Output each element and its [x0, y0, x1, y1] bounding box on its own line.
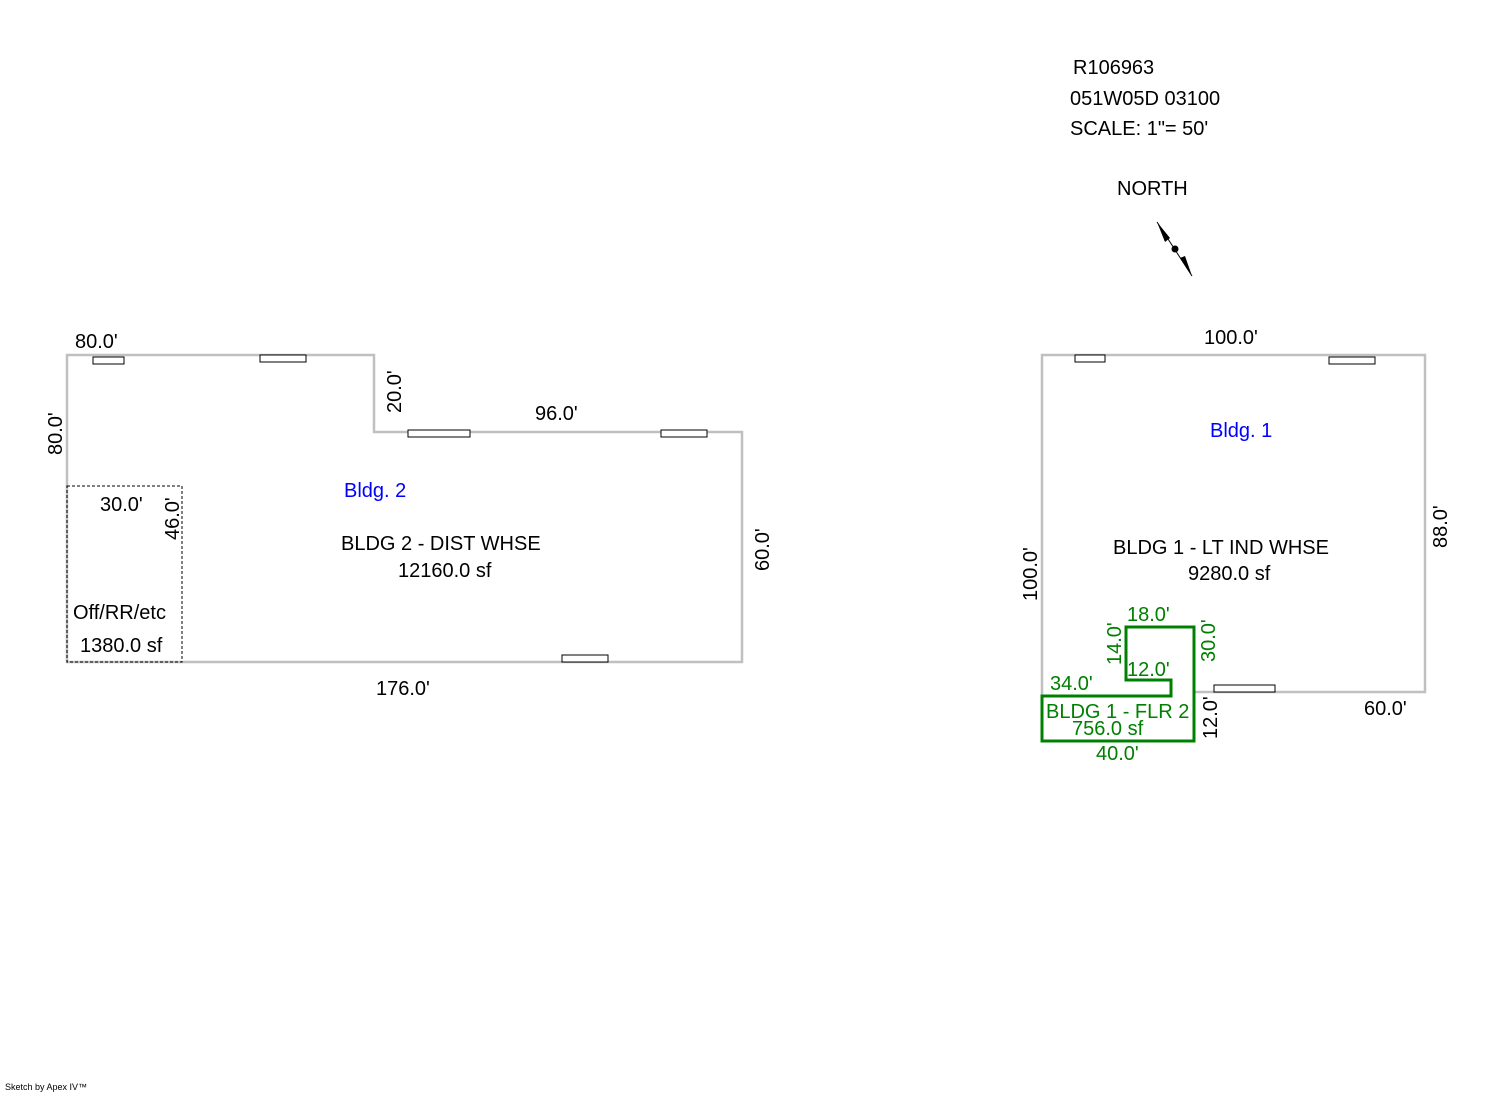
dim-label: 60.0': [752, 528, 774, 571]
dim-label: 14.0': [1104, 622, 1126, 665]
dim-label: 96.0': [535, 403, 578, 425]
dim-label: 60.0': [1364, 698, 1407, 720]
dim-label: 34.0': [1050, 673, 1093, 695]
dim-label: 12.0': [1200, 696, 1222, 739]
floor2-area: 756.0 sf: [1072, 718, 1144, 740]
dim-label: 18.0': [1127, 604, 1170, 626]
dim-label: 176.0': [376, 678, 430, 700]
north-arrow-icon: [1156, 221, 1193, 277]
floor2-label: BLDG 1 - FLR 2: [1046, 701, 1189, 723]
dim-label: 46.0': [162, 497, 184, 540]
door-marker: [92, 356, 125, 365]
office-label: Off/RR/etc: [73, 602, 166, 624]
floor2-outline: [1040, 625, 1196, 743]
office-area: 1380.0 sf: [80, 635, 163, 657]
dim-label: 12.0': [1127, 659, 1170, 681]
dim-label: 100.0': [1020, 547, 1042, 601]
bldg1-description: BLDG 1 - LT IND WHSE: [1113, 537, 1329, 559]
bldg1-sketch: 100.0' 100.0' 88.0' 60.0' 12.0' Bldg. 1 …: [1020, 327, 1452, 765]
dim-label: 88.0': [1430, 505, 1452, 548]
bldg2-label: Bldg. 2: [344, 480, 406, 502]
door-marker: [1213, 684, 1276, 693]
door-marker: [561, 654, 609, 663]
dim-label: 80.0': [75, 331, 118, 353]
bldg2-description: BLDG 2 - DIST WHSE: [341, 533, 541, 555]
north-label: NORTH: [1117, 178, 1188, 200]
door-marker: [259, 354, 307, 363]
door-marker: [1074, 354, 1106, 363]
door-marker: [660, 429, 708, 438]
dim-label: 30.0': [1198, 619, 1220, 662]
parcel-id: R106963: [1073, 57, 1154, 79]
bldg1-label: Bldg. 1: [1210, 420, 1272, 442]
credit-text: Sketch by Apex IV™: [5, 1082, 87, 1092]
dim-label: 40.0': [1096, 743, 1139, 765]
dim-label: 30.0': [100, 494, 143, 516]
bldg1-area: 9280.0 sf: [1188, 563, 1271, 585]
door-marker: [1328, 356, 1376, 365]
scale-label: SCALE: 1"= 50': [1070, 118, 1208, 140]
dim-label: 80.0': [45, 412, 67, 455]
bldg2-sketch: 80.0' 80.0' 20.0' 96.0' 60.0' 176.0' 30.…: [45, 331, 774, 700]
door-marker: [407, 429, 471, 438]
office-area-outline: [66, 485, 183, 663]
dim-label: 100.0': [1204, 327, 1258, 349]
dim-label: 20.0': [384, 370, 406, 413]
map-number: 051W05D 03100: [1070, 88, 1220, 110]
bldg2-area: 12160.0 sf: [398, 560, 492, 582]
